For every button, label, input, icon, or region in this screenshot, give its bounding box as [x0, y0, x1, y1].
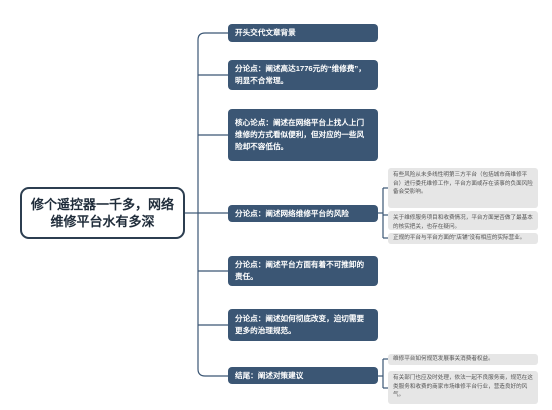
branch-label: 分论点：阐述如何彻底改变，迫切需要更多的治理规范。 — [235, 314, 365, 335]
detail-note[interactable]: 有关部门也应及时处理，依法一起不良服务商，规范在这类服务和收费的商家市场维修平台… — [388, 371, 538, 404]
branch-argument-responsibility[interactable]: 分论点：阐述平台方面有着不可推卸的责任。 — [228, 256, 378, 286]
detail-text: 正规的平台与平台方面的“店铺”没有相应的实际营业。 — [393, 235, 526, 241]
branch-label: 分论点：阐述高达1776元的“维修费”，明显不合常理。 — [235, 64, 366, 85]
branch-core-argument[interactable]: 核心论点：阐述在网络平台上找人上门维修的方式看似便利，但对应的一些风险却不容低估… — [228, 109, 378, 161]
branch-label: 分论点：阐述网络维修平台的风险 — [235, 208, 349, 218]
detail-text: 有些风险从未多线性明第三方平台（包括城市商维修平台）进行委托维修工作，平台方面或… — [393, 172, 533, 196]
detail-note[interactable]: 维修平台如何规范发展事关消费者权益。 — [388, 354, 538, 365]
central-topic-text: 修个遥控器一千多，网络维修平台水有多深 — [30, 197, 174, 229]
detail-text: 维修平台如何规范发展事关消费者权益。 — [393, 356, 494, 362]
branch-argument-regulation[interactable]: 分论点：阐述如何彻底改变，迫切需要更多的治理规范。 — [228, 309, 378, 341]
branch-label: 分论点：阐述平台方面有着不可推卸的责任。 — [235, 260, 365, 281]
detail-text: 关于维修服务项目和收费情况，平台方面是否做了最基本的核实把关，也存在疑问。 — [393, 215, 533, 230]
central-topic[interactable]: 修个遥控器一千多，网络维修平台水有多深 — [20, 187, 185, 239]
branch-conclusion[interactable]: 结尾：阐述对策建议 — [228, 367, 378, 384]
detail-text: 有关部门也应及时处理，依法一起不良服务商，规范在这类服务和收费的商家市场维修平台… — [393, 375, 533, 399]
branch-label: 结尾：阐述对策建议 — [235, 370, 304, 380]
branch-label: 核心论点：阐述在网络平台上找人上门维修的方式看似便利，但对应的一些风险却不容低估… — [235, 118, 365, 151]
branch-background[interactable]: 开头交代文章背景 — [228, 24, 378, 42]
branch-argument-fee[interactable]: 分论点：阐述高达1776元的“维修费”，明显不合常理。 — [228, 60, 378, 90]
branch-label: 开头交代文章背景 — [235, 28, 296, 37]
detail-note[interactable]: 正规的平台与平台方面的“店铺”没有相应的实际营业。 — [388, 233, 538, 244]
detail-note[interactable]: 关于维修服务项目和收费情况，平台方面是否做了最基本的核实把关，也存在疑问。 — [388, 211, 538, 230]
detail-note[interactable]: 有些风险从未多线性明第三方平台（包括城市商维修平台）进行委托维修工作，平台方面或… — [388, 168, 538, 208]
branch-argument-risks[interactable]: 分论点：阐述网络维修平台的风险 — [228, 205, 378, 222]
